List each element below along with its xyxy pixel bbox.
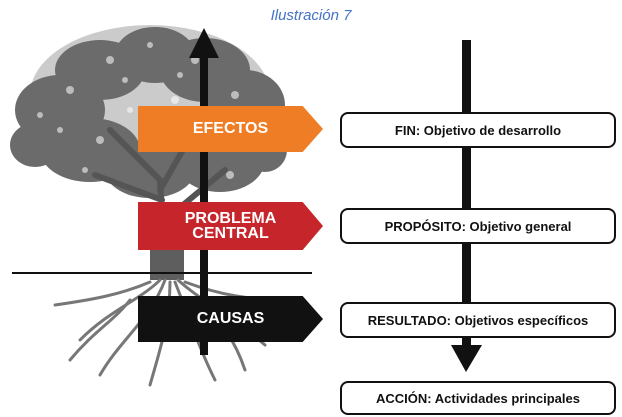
problema-label: PROBLEMA CENTRAL <box>184 210 277 242</box>
efectos-flag: EFECTOS <box>138 106 323 152</box>
problema-line1: PROBLEMA <box>184 210 277 227</box>
resultado-box: RESULTADO: Objetivos específicos <box>340 302 616 338</box>
downward-arrow <box>451 40 482 372</box>
causas-label: CAUSAS <box>196 310 265 327</box>
problema-central-flag: PROBLEMA CENTRAL <box>138 202 323 250</box>
fin-box: FIN: Objetivo de desarrollo <box>340 112 616 148</box>
figure-caption: Ilustración 7 <box>270 7 352 24</box>
accion-box: ACCIÓN: Actividades principales <box>340 381 616 415</box>
problema-line2: CENTRAL <box>192 225 269 242</box>
efectos-label: EFECTOS <box>192 120 269 137</box>
causas-flag: CAUSAS <box>138 296 323 342</box>
proposito-box: PROPÓSITO: Objetivo general <box>340 208 616 244</box>
